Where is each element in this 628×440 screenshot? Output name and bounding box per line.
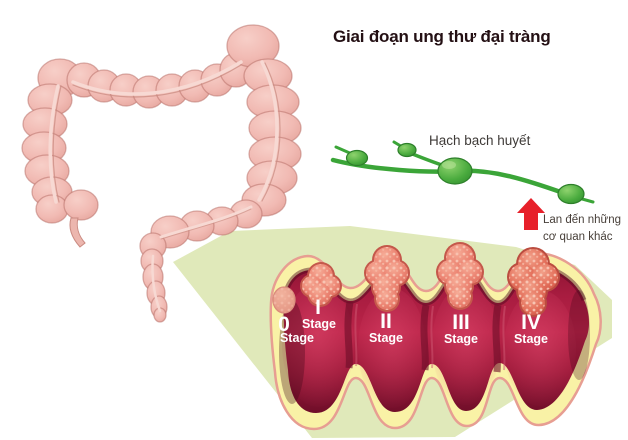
tumor-stage-0 [272, 286, 296, 314]
lymph-node [437, 157, 473, 185]
stage-3-numeral: III [452, 311, 470, 334]
tumor-stage-3 [436, 242, 484, 310]
tumor-stage-4 [507, 247, 560, 317]
page-title: Giai đoạn ung thư đại tràng [333, 27, 551, 46]
magnified-colon-cross-section: 0 Stage I Stage II Stage III Stage IV St… [269, 242, 602, 431]
lymph-node-highlight [442, 161, 456, 169]
stage-1-word: Stage [302, 317, 336, 331]
stage-3-word: Stage [444, 332, 478, 346]
lymph-node-chain-icon [330, 140, 595, 205]
spread-caption: Lan đến những cơ quan khác [543, 212, 621, 245]
stage-0-numeral: 0 [278, 313, 290, 336]
stage-2-word: Stage [369, 331, 403, 345]
lymph-node [345, 149, 369, 167]
lymph-node [557, 183, 585, 205]
lymph-node-label: Hạch bạch huyết [429, 133, 531, 148]
stage-2-numeral: II [380, 310, 392, 333]
appendix [69, 217, 86, 248]
lumen-shading [279, 263, 590, 408]
spread-caption-line1: Lan đến những [543, 214, 622, 226]
up-arrow-icon [517, 198, 545, 230]
stage-0-word: Stage [280, 331, 314, 345]
spread-caption-line2: cơ quan khác [543, 230, 613, 243]
stage-1-numeral: I [315, 296, 321, 319]
stage-labels: 0 Stage I Stage II Stage III Stage IV St… [278, 296, 548, 346]
cecum-bump [63, 189, 99, 221]
colon-taenia-lines [48, 60, 281, 313]
stage-4-word: Stage [514, 332, 548, 346]
tumor-stage-1 [300, 262, 342, 307]
cecum-bump [35, 194, 69, 224]
lymph-node [397, 142, 417, 158]
tumor-stage-2 [364, 245, 410, 312]
stage-4-numeral: IV [521, 311, 541, 334]
